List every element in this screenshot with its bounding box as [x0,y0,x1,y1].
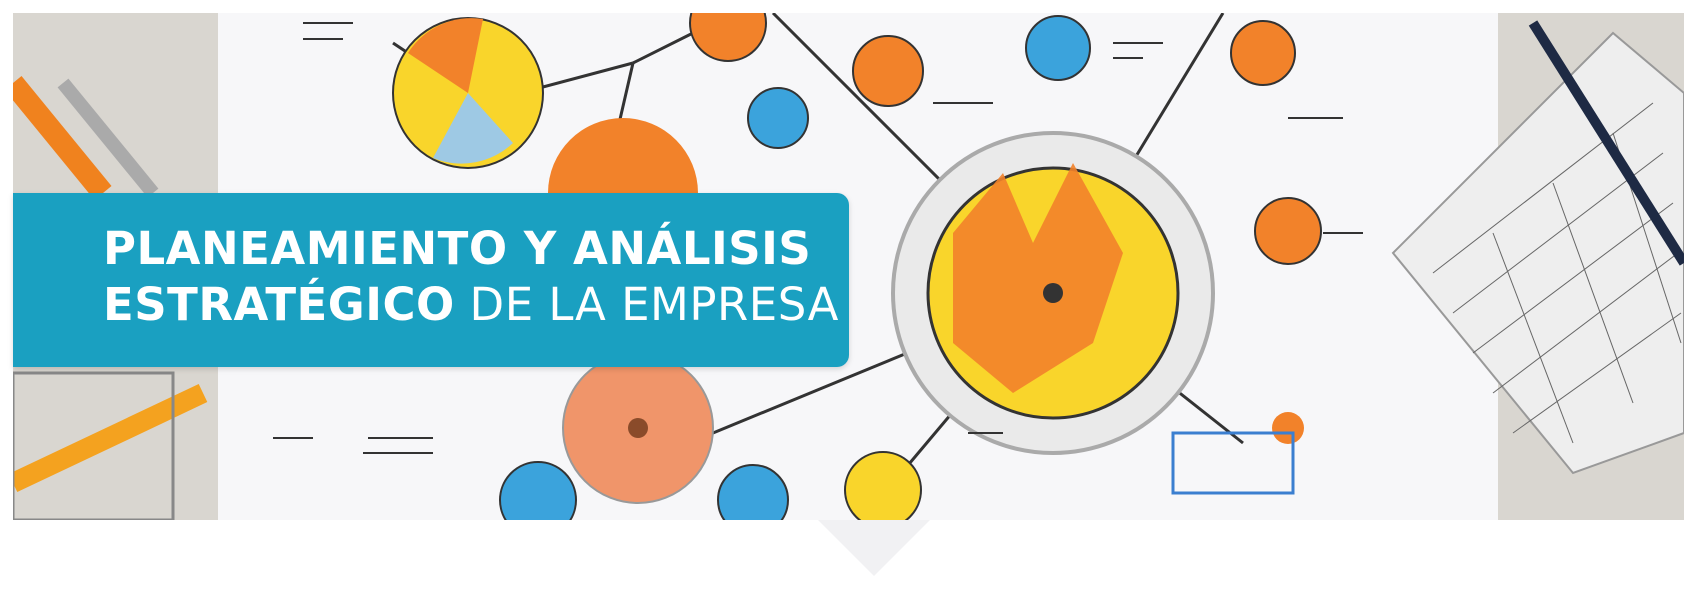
page-title: PLANEAMIENTO Y ANÁLISIS ESTRATÉGICO DE L… [103,221,839,333]
down-pointer-icon [818,520,930,576]
title-line1: PLANEAMIENTO Y ANÁLISIS [103,222,812,275]
title-panel: PLANEAMIENTO Y ANÁLISIS ESTRATÉGICO DE L… [13,193,849,367]
title-line2-light: DE LA EMPRESA [454,278,839,331]
title-line2-bold: ESTRATÉGICO [103,278,455,331]
notebook-icon [1391,20,1684,475]
pencil-icon [13,76,208,520]
